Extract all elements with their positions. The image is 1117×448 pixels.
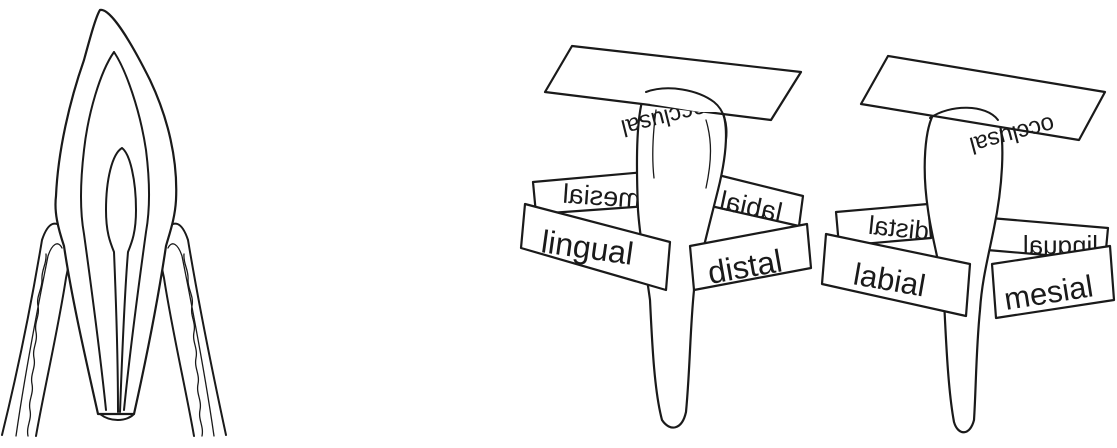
dentin-outline xyxy=(80,51,150,411)
plane-lingual xyxy=(519,202,672,292)
alveolar-bone-right xyxy=(159,222,227,437)
plane-occlusal-right xyxy=(859,54,1107,142)
pulp-chamber xyxy=(105,147,137,413)
left-tooth-planes: mesial labial occlusal lingual distal xyxy=(519,44,813,429)
plane-distal xyxy=(688,222,813,292)
right-tooth-planes: distal lingual occlusal labial mesial xyxy=(820,54,1116,434)
plane-mesial xyxy=(990,244,1116,320)
plane-labial xyxy=(820,232,972,318)
tooth-outline xyxy=(54,8,178,416)
label-distal-mirrored: distal xyxy=(867,210,931,246)
label-mesial-mirrored: mesial xyxy=(562,179,642,214)
plane-distal-back xyxy=(834,202,933,248)
sagittal-tooth-section xyxy=(1,8,227,437)
periodontal-line-right xyxy=(167,243,215,437)
periodontal-line-left xyxy=(15,243,63,437)
plane-occlusal xyxy=(543,44,803,122)
